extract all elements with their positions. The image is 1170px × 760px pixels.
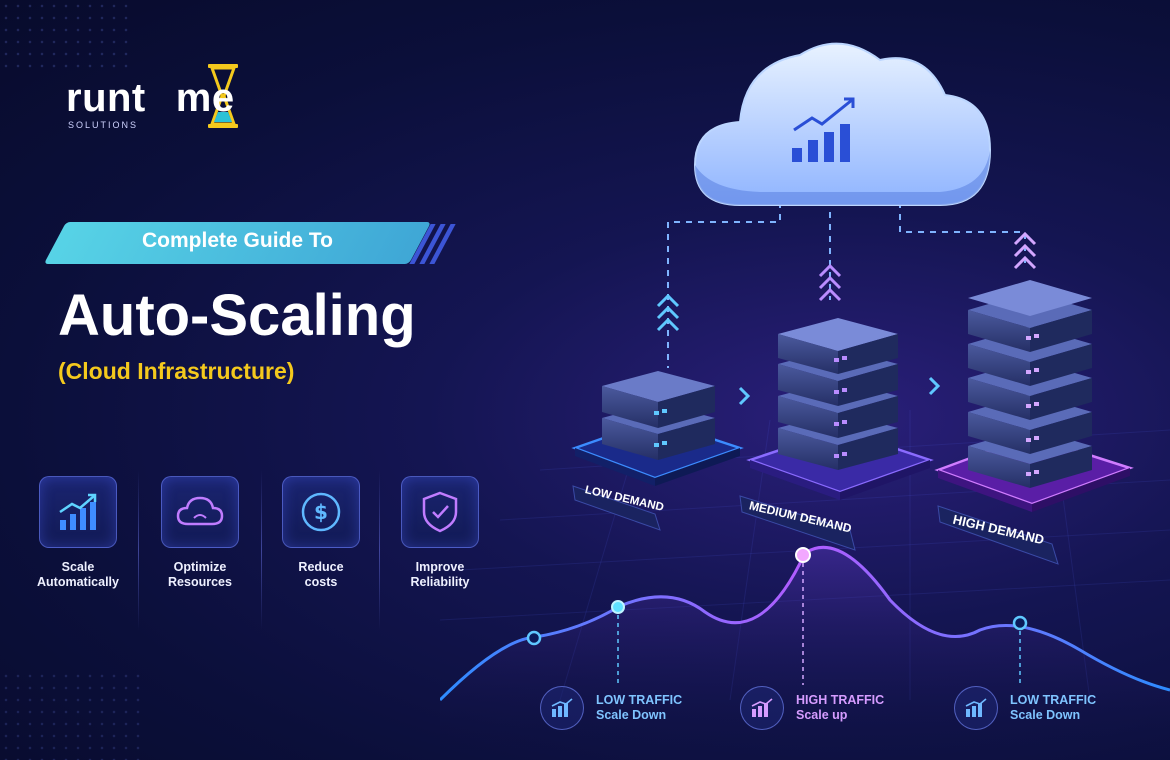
svg-text:$: $: [314, 500, 328, 524]
feature-label: Optimize Resources: [168, 560, 232, 589]
bar-chart-icon: [954, 686, 998, 730]
growth-chart-icon: [39, 476, 117, 548]
traffic-level: LOW TRAFFIC: [596, 693, 683, 707]
shield-check-icon: [401, 476, 479, 548]
ribbon-text: Complete Guide To: [142, 229, 333, 252]
feature-label: Reduce costs: [298, 560, 344, 589]
high-demand-servers: [934, 280, 1134, 565]
feature-label: Scale Automatically: [37, 560, 119, 589]
low-demand-servers: [571, 371, 744, 531]
guide-ribbon: Complete Guide To: [43, 222, 432, 264]
wave-point: [1012, 615, 1028, 631]
divider: [261, 470, 262, 630]
wave-point: [611, 600, 625, 614]
wave-point: [795, 547, 811, 563]
page-title: Auto-Scaling: [58, 283, 416, 348]
medium-demand-servers: [739, 318, 934, 551]
dollar-coin-icon: $: [282, 476, 360, 548]
page-subtitle: (Cloud Infrastructure): [58, 358, 295, 384]
next-arrow-icons: [738, 376, 941, 406]
traffic-level: HIGH TRAFFIC: [796, 693, 885, 707]
traffic-action: Scale Down: [1010, 708, 1081, 722]
scale-up-arrows: [656, 231, 1037, 332]
wave-point: [526, 630, 542, 646]
logo-subtitle: SOLUTIONS: [68, 120, 139, 130]
cloud-sync-icon: [161, 476, 239, 548]
traffic-level: LOW TRAFFIC: [1010, 693, 1097, 707]
dot-grid-bottom-left: [0, 670, 140, 760]
scaling-illustration: [440, 42, 1170, 760]
bar-chart-up-icon: [740, 686, 784, 730]
feature-label: Improve Reliability: [410, 560, 470, 589]
traffic-action: Scale Down: [596, 708, 667, 722]
bar-chart-icon: [540, 686, 584, 730]
traffic-low-right: LOW TRAFFIC Scale Down: [954, 686, 1096, 730]
divider: [379, 470, 380, 630]
cloud-icon: [693, 42, 992, 206]
divider: [138, 470, 139, 630]
feature-optimize: Optimize Resources: [140, 476, 260, 590]
traffic-high: HIGH TRAFFIC Scale up: [740, 686, 884, 730]
traffic-low-left: LOW TRAFFIC Scale Down: [540, 686, 682, 730]
traffic-action: Scale up: [796, 708, 848, 722]
feature-reduce-costs: $ Reduce costs: [261, 476, 381, 590]
wave-markers: [617, 555, 1021, 685]
feature-scale: Scale Automatically: [18, 476, 138, 590]
dot-grid-top-left: [0, 0, 130, 70]
feature-reliability: Improve Reliability: [380, 476, 500, 590]
